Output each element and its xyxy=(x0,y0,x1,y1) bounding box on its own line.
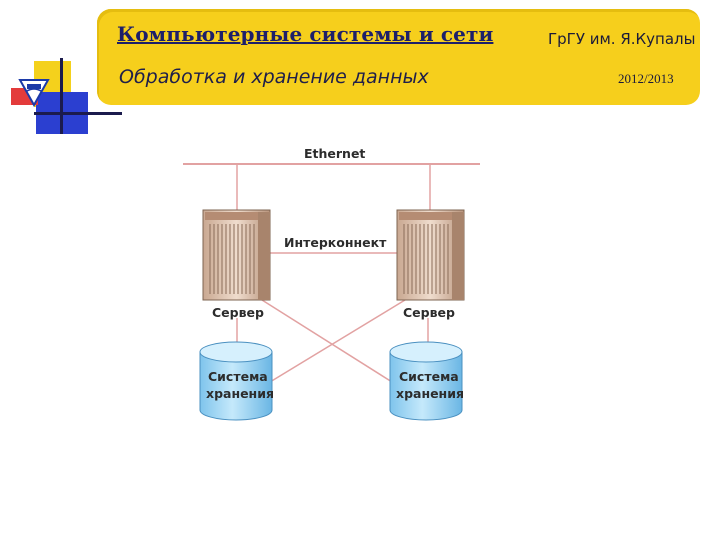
university-name: ГрГУ им. Я.Купалы xyxy=(548,30,696,48)
link-left-server-to-right-storage xyxy=(261,299,393,383)
logo-horizontal-line xyxy=(34,112,122,115)
storage-left-icon xyxy=(199,341,273,421)
storage-left-label-line2: хранения xyxy=(206,386,274,401)
storage-right-label-line1: Система xyxy=(399,369,459,384)
server-left-icon xyxy=(202,209,271,301)
academic-year: 2012/2013 xyxy=(618,71,674,86)
link-right-server-to-left-storage xyxy=(269,299,406,383)
server-left-label: Сервер xyxy=(212,305,264,320)
page-subtitle: Обработка и хранение данных xyxy=(119,66,429,88)
logo-vertical-line xyxy=(60,58,63,134)
storage-left-label-line1: Система xyxy=(208,369,268,384)
ethernet-label: Ethernet xyxy=(304,146,365,161)
university-emblem-icon xyxy=(18,79,50,107)
storage-right-icon xyxy=(389,341,463,421)
server-right-label: Сервер xyxy=(403,305,455,320)
storage-right-label-line2: хранения xyxy=(396,386,464,401)
page-title: Компьютерные системы и сети xyxy=(117,22,494,46)
server-right-icon xyxy=(396,209,465,301)
header-banner xyxy=(97,9,700,105)
interconnect-label: Интерконнект xyxy=(284,235,387,250)
